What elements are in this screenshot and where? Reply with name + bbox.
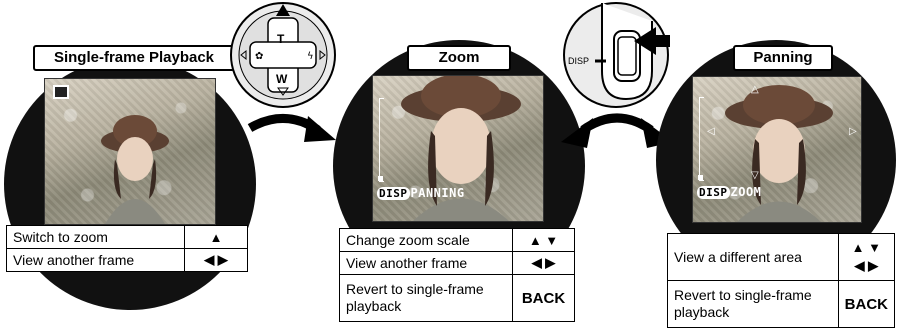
- pan-up-icon: △: [751, 84, 759, 95]
- table-row: Revert to single-frame playback BACK: [667, 280, 896, 328]
- disp-badge: DISP: [697, 186, 730, 199]
- key-label: ◀ ▶: [512, 251, 575, 275]
- action-label: Revert to single-frame playback: [667, 280, 839, 328]
- zoom-scale-bar: [699, 97, 704, 181]
- action-label: Change zoom scale: [339, 228, 513, 252]
- zoom-scale-marker: [698, 175, 703, 180]
- pan-left-icon: ◁: [707, 126, 715, 137]
- dpad-control-icon: ✿ ϟ: [230, 2, 336, 108]
- panning-table: View a different area ▲ ▼ ◀ ▶ Revert to …: [667, 233, 896, 328]
- disp-badge: DISP: [377, 187, 410, 200]
- key-label: ▲: [184, 225, 248, 249]
- zoom-title: Zoom: [407, 45, 511, 71]
- action-label: Revert to single-frame playback: [339, 274, 513, 322]
- woman-photo-zoomed-icon: [401, 76, 521, 221]
- key-label: ▲ ▼: [512, 228, 575, 252]
- key-label: BACK: [512, 274, 575, 322]
- pan-right-icon: ▷: [849, 126, 857, 137]
- playback-icon: [53, 85, 69, 99]
- svg-text:ϟ: ϟ: [307, 51, 314, 62]
- dpad-w-label: W: [276, 72, 288, 86]
- action-label: Switch to zoom: [6, 225, 185, 249]
- action-label: View a different area: [667, 233, 839, 281]
- svg-text:✿: ✿: [255, 51, 263, 62]
- disp-switch-icon: [563, 2, 670, 108]
- pan-down-icon: ▽: [751, 170, 759, 181]
- single-frame-title: Single-frame Playback: [33, 45, 235, 71]
- panning-title: Panning: [733, 45, 833, 71]
- woman-photo-icon: [101, 115, 169, 224]
- key-label: ◀ ▶: [184, 248, 248, 272]
- key-label: ▲ ▼ ◀ ▶: [837, 233, 896, 281]
- table-row: Switch to zoom ▲: [6, 225, 248, 249]
- arrow-to-zoom-icon: [247, 114, 336, 142]
- single-frame-table: Switch to zoom ▲ View another frame ◀ ▶: [6, 225, 248, 272]
- overlay-mode-label: ZOOM: [730, 185, 762, 199]
- single-frame-screen: [44, 78, 216, 225]
- disp-switch-label: DISP: [568, 56, 590, 66]
- zoom-scale-bar: [379, 98, 384, 182]
- table-row: View another frame ◀ ▶: [339, 251, 575, 275]
- key-label: BACK: [837, 280, 896, 328]
- table-row: Revert to single-frame playback BACK: [339, 274, 575, 322]
- overlay-mode-label: PANNING: [410, 186, 465, 200]
- action-label: View another frame: [339, 251, 513, 275]
- woman-photo-panning-icon: [725, 85, 833, 222]
- action-label: View another frame: [6, 248, 185, 272]
- table-row: View a different area ▲ ▼ ◀ ▶: [667, 233, 896, 281]
- table-row: Change zoom scale ▲ ▼: [339, 228, 575, 252]
- zoom-scale-marker: [378, 176, 383, 181]
- zoom-table: Change zoom scale ▲ ▼ View another frame…: [339, 228, 575, 322]
- dpad-t-label: T: [277, 32, 285, 46]
- table-row: View another frame ◀ ▶: [6, 248, 248, 272]
